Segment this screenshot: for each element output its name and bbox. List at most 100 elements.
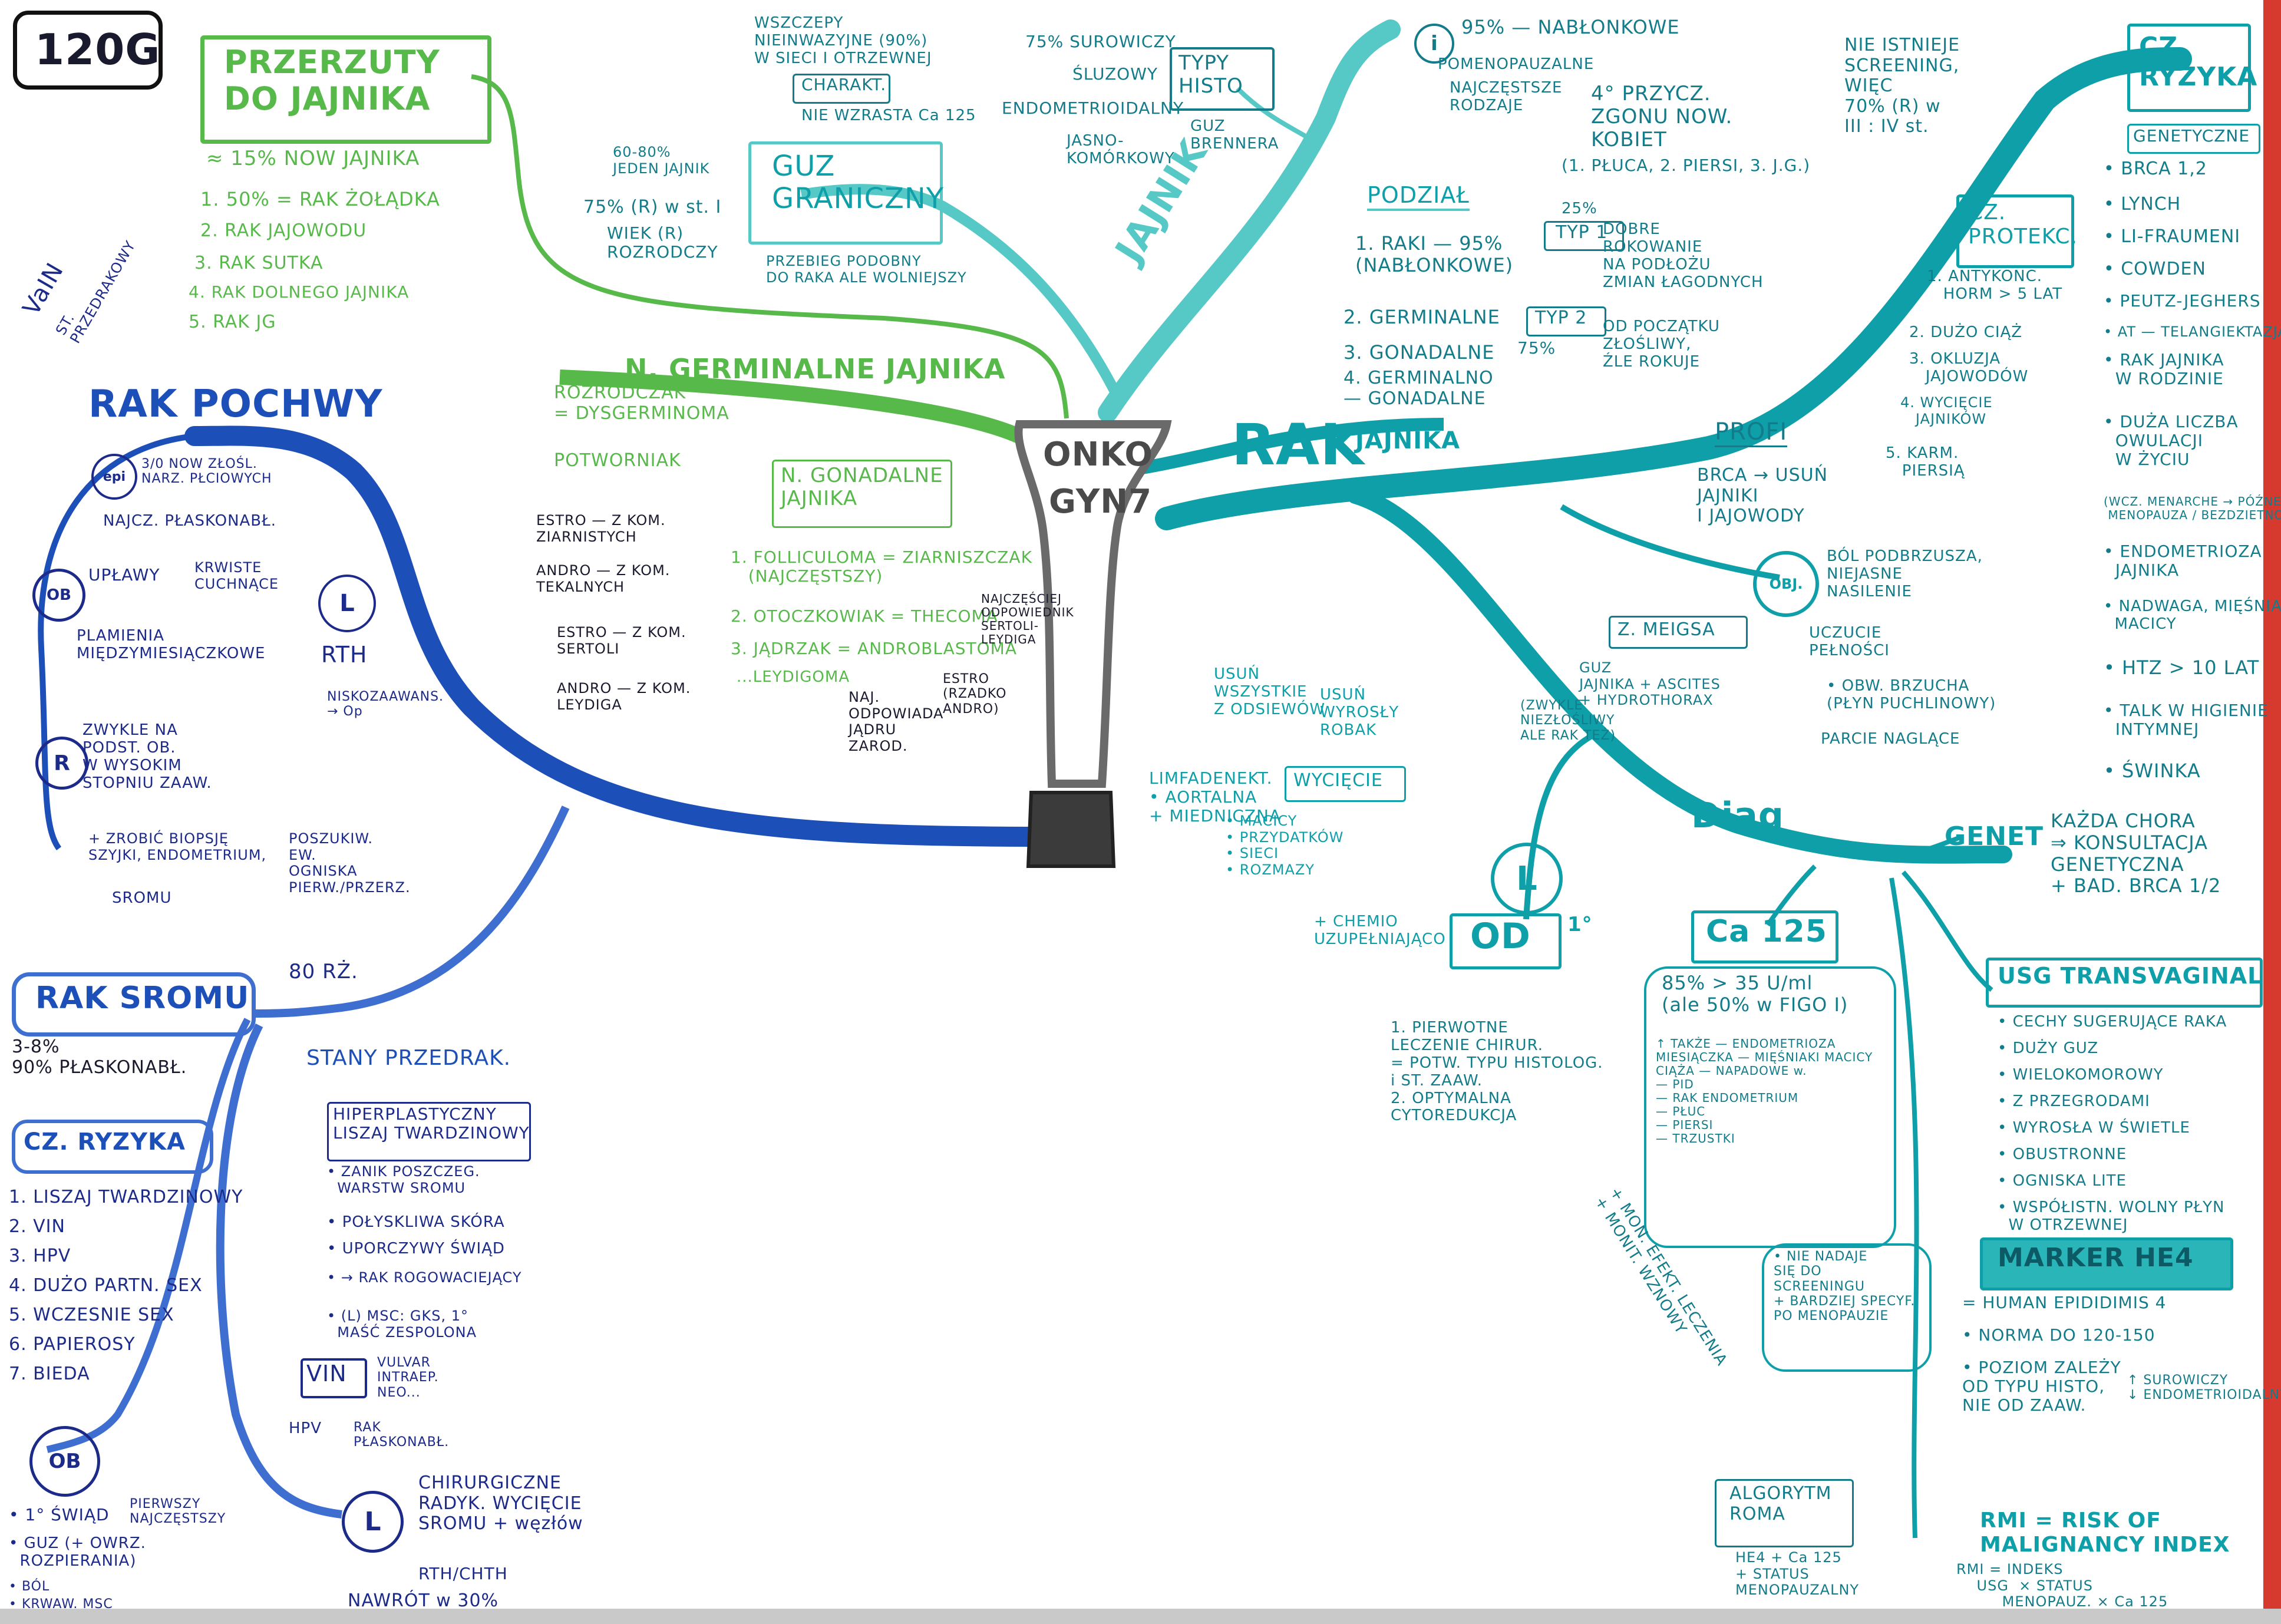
genet-label: GENET	[1945, 821, 2044, 851]
center-title-line2: GYN7	[1049, 483, 1153, 521]
ovary-branch-title: RAK	[1232, 412, 1365, 478]
od-label: OD	[1470, 916, 1531, 957]
screening-note: NIE ISTNIEJE SCREENING, WIĘC 70% (R) w I…	[1844, 35, 1960, 137]
lymph: LIMFADENEKT. • AORTALNA + MIEDNICZNA	[1149, 768, 1282, 826]
od-box	[1450, 913, 1562, 969]
epithelial-1: 95% — NABŁONKOWE	[1461, 16, 1680, 38]
vulva-age: 80 RŻ.	[289, 960, 358, 983]
treatment-circle: L	[1491, 843, 1563, 915]
he4-title: MARKER HE4	[1998, 1243, 2194, 1273]
genetic-box	[2127, 124, 2260, 154]
division-3: 3. GONADALNE	[1343, 341, 1495, 364]
symptoms-label: OBJ.	[1769, 576, 1803, 592]
usg-5: • WYROSŁA W ŚWIETLE	[1998, 1119, 2190, 1137]
protective-5: 5. KARM. PIERSIĄ	[1886, 444, 1965, 480]
risk-item-10: • ENDOMETRIOZA JAJNIKA	[2104, 542, 2262, 580]
borderline-title: GUZ GRANICZNY	[772, 150, 945, 216]
type1-desc: DOBRE ROKOWANIE NA PODŁOŻU ZMIAN ŁAGODNY…	[1603, 220, 1764, 291]
protective-4: 4. WYCIĘCIE JAJNIKÓW	[1900, 394, 1993, 427]
protective-1: 1. ANTYKONC. HORM > 5 LAT	[1927, 268, 2063, 303]
branch-usg	[1901, 870, 1993, 992]
vin-desc: VULVAR INTRAEP. NEO...	[377, 1355, 439, 1400]
branch-vulva-down	[216, 1023, 342, 1519]
protective-title: CZ. PROTEKC.	[1968, 200, 2078, 249]
he4-4: ↑ SUROWICZY ↓ ENDOMETRIOIDALNY	[2127, 1373, 2281, 1403]
usg-6: • OBUSTRONNE	[1998, 1146, 2127, 1163]
protective-box	[1956, 194, 2074, 268]
germinal-title: N. GERMINALNE JAJNIKA	[625, 353, 1006, 385]
vagina-obj-circle: OB	[32, 569, 85, 622]
ca125-screen-box	[1762, 1243, 1932, 1372]
genet-text: KAŻDA CHORA ⇒ KONSULTACJA GENETYCZNA + B…	[2051, 810, 2221, 897]
vagina-risk-circle: R	[35, 737, 88, 790]
usg-box	[1986, 958, 2263, 1008]
metastases-title: PRZERZUTY DO JAJNIKA	[224, 44, 440, 118]
branch-jajnik-types	[1236, 87, 1316, 144]
branch-jajnik	[1098, 19, 1401, 422]
hist-type-1: 75% SUROWICZY	[1025, 32, 1176, 51]
vin-rak: RAK PŁASKONABŁ.	[354, 1420, 450, 1450]
branch-metastases	[471, 74, 1069, 419]
gonadal-2: 2. OTOCZKOWIAK = THECOMA	[731, 606, 998, 626]
meigs-note: (ZWYKLE NIEZŁOŚLIWY ALE RAK TEŻ)	[1520, 698, 1616, 743]
branch-vagina	[184, 425, 1065, 847]
borderline-note-4: 75% (R) w st. I	[583, 197, 722, 217]
type1-box	[1544, 221, 1624, 251]
excision: WYCIĘCIE	[1293, 770, 1383, 791]
precancer-5: • (L) MSC: GKS, 1° MAŚĆ ZESPOLONA	[327, 1308, 477, 1341]
epithelial-2: POMENOPAUZALNE	[1438, 55, 1595, 73]
profi-text: BRCA → USUŃ JAJNIKI I JAJOWODY	[1697, 465, 1828, 526]
he4-1: = HUMAN EPIDIDIMIS 4	[1962, 1293, 2167, 1312]
type2-desc: OD POCZĄTKU ZŁOŚLIWY, ŹLE ROKUJE	[1603, 318, 1720, 371]
hist-type-4: JASNO- KOMÓRKOWY	[1067, 132, 1175, 167]
type2-label: TYP 2	[1535, 308, 1587, 328]
ca125-screen: • NIE NADAJE SIĘ DO SCREENINGU + BARDZIE…	[1774, 1249, 1916, 1324]
vin-label: VIN	[306, 1361, 347, 1387]
treatment-circle-label: L	[1516, 859, 1537, 898]
metastases-pct: ≈ 15% NOW JAJNIKA	[206, 147, 420, 170]
vagina-obj-3: PLAMIENIA MIĘDZYMIESIĄCZKOWE	[77, 627, 266, 662]
vagina-biopsy: + ZROBIĆ BIOPSJĘ SZYJKI, ENDOMETRIUM,	[88, 830, 267, 863]
ca125-item-1: 85% > 35 U/ml (ale 50% w FIGO I)	[1662, 972, 1848, 1016]
ca125-title: Ca 125	[1706, 914, 1827, 949]
vagina-rth-note: NISKOZAAWANS. → Op	[327, 689, 444, 719]
precancer-2: • POŁYSKLIWA SKÓRA	[327, 1213, 505, 1231]
vin-hpv: HPV	[289, 1420, 322, 1437]
borderline-note-3: 60-80% JEDEN JAJNIK	[613, 144, 710, 177]
branch-ovary-upper	[1118, 418, 1444, 478]
epi-circle: epi	[91, 454, 137, 500]
borderline-note-6: PRZEBIEG PODOBNY DO RAKA ALE WOLNIEJSZY	[766, 253, 967, 286]
rmi-formula: RMI = INDEKS USG × STATUS MENOPAUZ. × Ca…	[1956, 1561, 2168, 1610]
epithelial-5: (1. PŁUCA, 2. PIERSI, 3. J.G.)	[1562, 156, 1811, 175]
diagnosis-title: Diag	[1691, 795, 1784, 836]
branch-ca125	[1765, 864, 1817, 927]
vulva-risk-5: 5. WCZESNIE SEX	[9, 1305, 174, 1325]
risk-item-2: • LYNCH	[2104, 194, 2181, 214]
usg-2: • DUŻY GUZ	[1998, 1039, 2099, 1057]
borderline-charact: CHARAKT.	[801, 75, 887, 94]
vulva-risk-box	[12, 1120, 213, 1174]
vulva-risk-6: 6. PAPIEROSY	[9, 1334, 136, 1355]
precancer-title: STANY PRZEDRAK.	[306, 1046, 511, 1070]
hist-types-box	[1170, 47, 1275, 111]
gonadal-box	[772, 460, 952, 528]
vagina-title: RAK POCHWY	[88, 382, 383, 426]
type2-pct: 75%	[1517, 338, 1556, 358]
symptoms-circle: OBJ.	[1753, 551, 1819, 617]
charact-box	[793, 74, 890, 104]
metastases-1: 1. 50% = RAK ŻOŁĄDKA	[200, 188, 440, 210]
vagina-srom: SROMU	[112, 889, 172, 907]
gonadal-right-3: NAJ. ODPOWIADA JĄDRU ZAROD.	[849, 689, 944, 754]
metastases-2: 2. RAK JAJOWODU	[200, 220, 367, 241]
treatment-steps: 1. PIERWOTNE LECZENIE CHIRUR. = POTW. TY…	[1391, 1019, 1603, 1125]
vagina-rth: RTH	[321, 642, 368, 668]
germinal-1: ROZRODCZAK = DYSGERMINOMA	[554, 382, 729, 424]
center-base	[1026, 791, 1116, 868]
protective-3: 3. OKLUZJA JAJOWODÓW	[1909, 350, 2029, 385]
excision-items: • MACICY • PRZYDATKÓW • SIECI • ROZMAZY	[1226, 813, 1344, 878]
ovary-branch-subtitle: JAJNIKA	[1355, 427, 1461, 454]
gonadal-3: 3. JĄDRZAK = ANDROBLASTOMA	[731, 639, 1017, 658]
vagina-risk: ZWYKLE NA PODST. OB. W WYSOKIM STOPNIU Z…	[82, 721, 212, 792]
